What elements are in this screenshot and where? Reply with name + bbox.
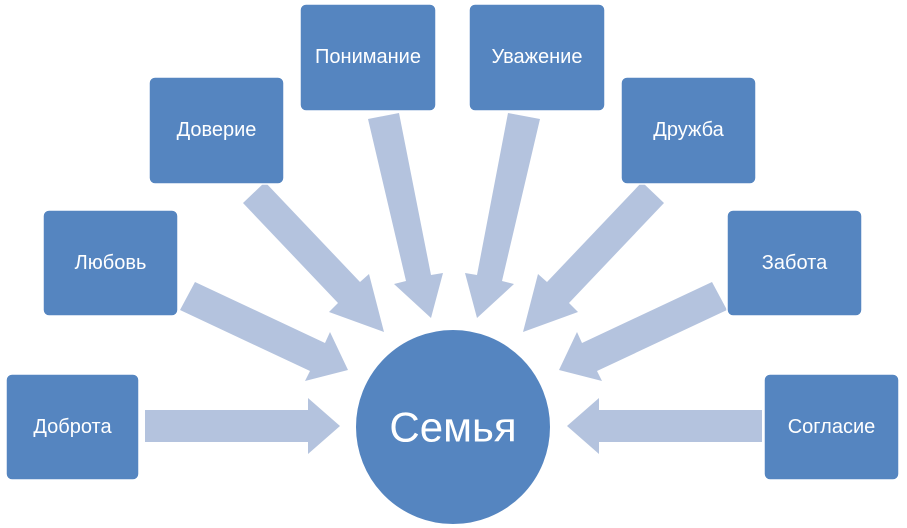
- node-dobrota: Доброта: [5, 373, 140, 481]
- arrows-group: [145, 113, 762, 454]
- node-label: Понимание: [315, 46, 421, 68]
- node-zabota: Забота: [726, 209, 863, 317]
- arrow-from-zabota: [559, 282, 727, 381]
- arrow-from-soglasie: [567, 398, 762, 454]
- node-label: Дружба: [653, 119, 724, 141]
- arrow-from-ponimanie: [368, 113, 443, 318]
- node-box: [468, 3, 606, 112]
- node-box: [5, 373, 140, 481]
- node-uvazhenie: Уважение: [468, 3, 606, 112]
- arrow-from-druzhba: [523, 182, 664, 332]
- node-label: Забота: [762, 252, 828, 274]
- center-circle: [354, 328, 552, 526]
- arrow-from-dobrota: [145, 398, 340, 454]
- node-doverie: Доверие: [148, 76, 285, 185]
- arrow-from-uvazhenie: [465, 113, 540, 318]
- node-lyubov: Любовь: [42, 209, 179, 317]
- node-label: Доброта: [33, 416, 112, 438]
- center-label: Семья: [389, 404, 516, 451]
- node-druzhba: Дружба: [620, 76, 757, 185]
- node-box: [299, 3, 437, 112]
- center-node: Семья: [354, 328, 552, 526]
- node-box: [763, 373, 900, 481]
- node-label: Любовь: [75, 252, 147, 274]
- node-box: [148, 76, 285, 185]
- node-box: [42, 209, 179, 317]
- node-label: Уважение: [492, 46, 583, 68]
- node-box: [620, 76, 757, 185]
- arrow-from-doverie: [243, 182, 384, 332]
- node-label: Доверие: [177, 119, 257, 141]
- arrow-from-lyubov: [180, 282, 348, 381]
- node-box: [726, 209, 863, 317]
- node-ponimanie: Понимание: [299, 3, 437, 112]
- node-label: Согласие: [788, 416, 876, 438]
- node-soglasie: Согласие: [763, 373, 900, 481]
